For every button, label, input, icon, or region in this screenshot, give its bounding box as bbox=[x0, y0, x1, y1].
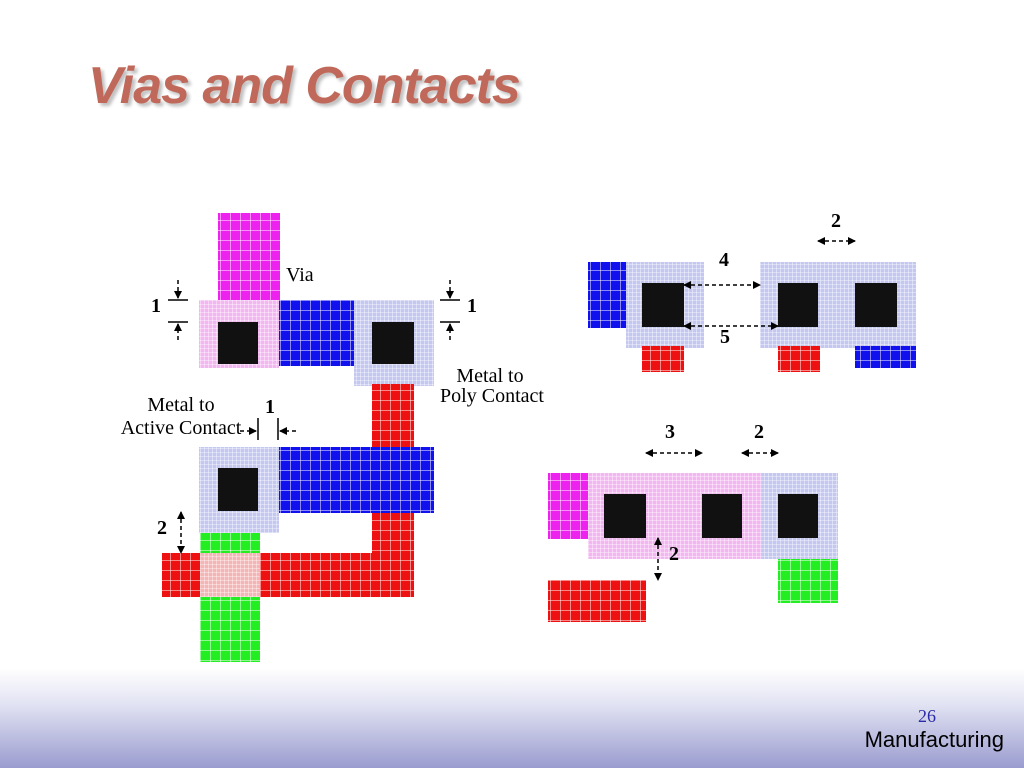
bottom-right-structure bbox=[548, 473, 838, 622]
metal-to-active-label-line2: Active Contact bbox=[121, 417, 242, 439]
footer-label: Manufacturing bbox=[864, 727, 1004, 752]
dim-spacing-2b: 2 bbox=[754, 421, 764, 443]
dim-active-extension: 2 bbox=[157, 517, 167, 539]
via-cut bbox=[702, 494, 742, 538]
top-right-structure bbox=[588, 262, 916, 372]
top-right-dimension-marks bbox=[683, 237, 856, 330]
grid-texture bbox=[162, 553, 414, 597]
grid-texture bbox=[276, 447, 434, 513]
metal-to-poly-label-line2: Poly Contact bbox=[440, 385, 544, 407]
grid-texture bbox=[200, 597, 260, 662]
left-dimension-marks bbox=[168, 280, 460, 554]
grid-texture bbox=[588, 262, 628, 328]
footer-gradient-band bbox=[0, 668, 1024, 768]
grid-texture bbox=[218, 213, 280, 303]
metal-to-active-label-line1: Metal to bbox=[147, 394, 214, 416]
dim-spacing-3: 3 bbox=[665, 421, 675, 443]
contact-cut bbox=[778, 494, 818, 538]
grid-texture bbox=[855, 346, 916, 368]
grid-texture bbox=[200, 533, 260, 553]
contact-cut bbox=[855, 283, 897, 327]
grid-texture bbox=[200, 553, 260, 597]
grid-texture bbox=[548, 473, 590, 539]
dim-spacing-5: 5 bbox=[720, 326, 730, 348]
active-contact-cut bbox=[218, 468, 258, 511]
contact-cut bbox=[778, 283, 818, 327]
grid-texture bbox=[778, 559, 838, 603]
dim-via-overlap-right: 1 bbox=[467, 295, 477, 317]
dim-contact-overlap: 1 bbox=[265, 396, 275, 418]
slide-number: 26 bbox=[918, 706, 936, 726]
dim-via-overlap-left: 1 bbox=[151, 295, 161, 317]
poly-contact-cut bbox=[372, 322, 414, 364]
metal-to-poly-label-line1: Metal to bbox=[456, 365, 523, 387]
grid-texture bbox=[642, 346, 684, 372]
dim-spacing-4: 4 bbox=[719, 249, 729, 271]
slide-title: Vias and Contacts bbox=[88, 57, 521, 115]
dim-spacing-2c: 2 bbox=[669, 543, 679, 565]
grid-texture bbox=[778, 346, 820, 372]
grid-texture bbox=[548, 580, 646, 622]
via-cut bbox=[218, 322, 258, 364]
via-label: Via bbox=[286, 264, 314, 286]
left-structure bbox=[162, 213, 434, 662]
dim-spacing-top: 2 bbox=[831, 210, 841, 232]
via-cut bbox=[604, 494, 646, 538]
contact-cut bbox=[642, 283, 684, 327]
grid-texture bbox=[279, 300, 357, 366]
bottom-right-dimension-marks bbox=[645, 449, 779, 581]
